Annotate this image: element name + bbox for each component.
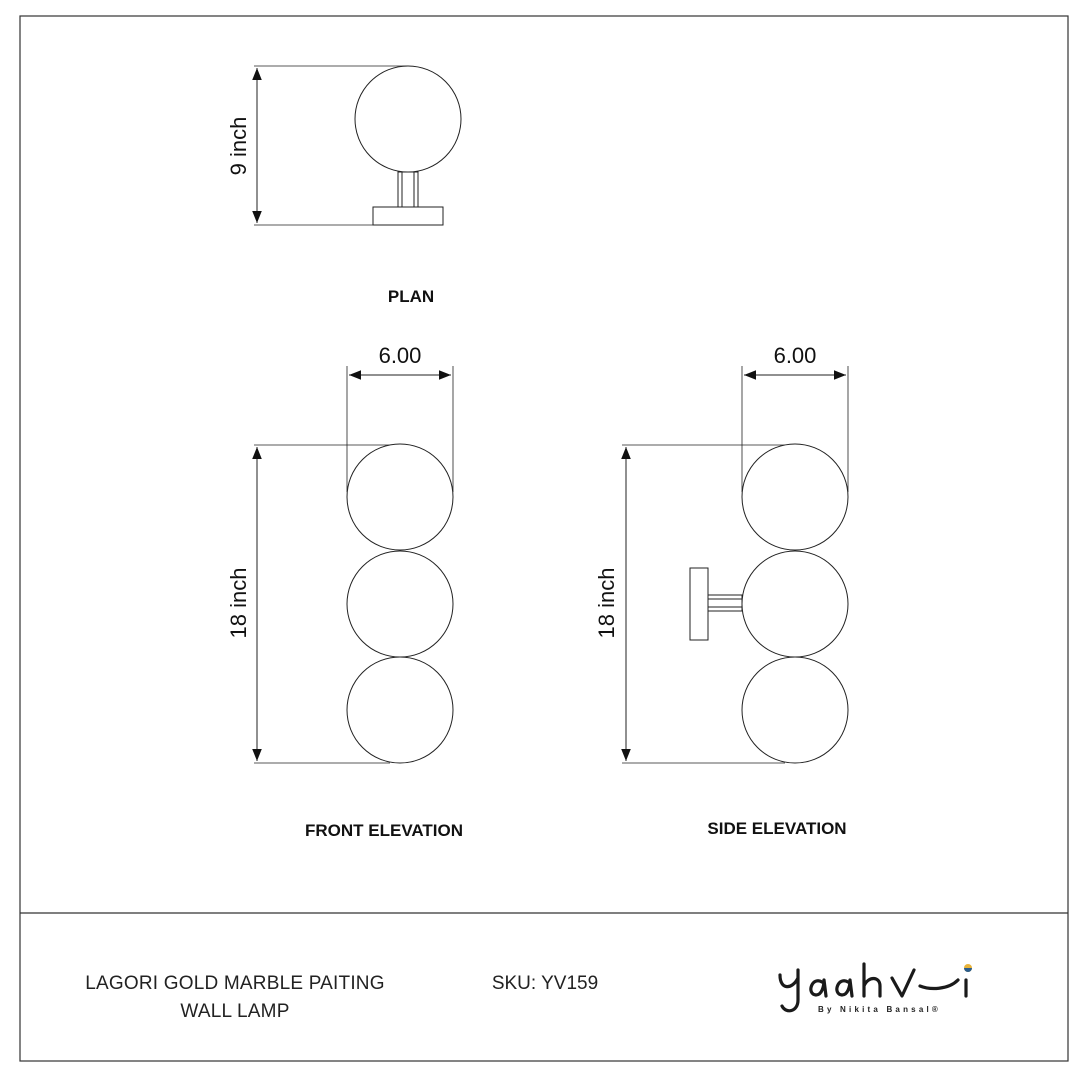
front-globe-top <box>346 443 454 551</box>
front-globe-middle <box>346 550 454 658</box>
plan-wall-plate <box>372 206 444 226</box>
plan-view <box>252 65 462 226</box>
front-globe-bottom <box>346 656 454 764</box>
side-elevation-label: SIDE ELEVATION <box>707 819 846 838</box>
side-arm <box>707 594 743 612</box>
front-elevation-label: FRONT ELEVATION <box>305 821 463 840</box>
side-width-dimension: 6.00 <box>774 343 817 368</box>
side-globe-bottom <box>741 656 849 764</box>
brand-dot-blue <box>964 968 972 972</box>
plan-label: PLAN <box>388 287 434 306</box>
front-width-dimension: 6.00 <box>379 343 422 368</box>
front-elevation-view <box>252 366 454 764</box>
front-height-dimension: 18 inch <box>226 568 251 639</box>
brand-logo <box>778 962 968 1013</box>
side-height-dimension: 18 inch <box>594 568 619 639</box>
side-wall-plate <box>689 567 709 641</box>
side-globe-middle <box>741 550 849 658</box>
sheet-border <box>19 15 1069 1062</box>
plan-globe <box>354 65 462 173</box>
side-elevation-view <box>621 366 849 764</box>
plan-stem <box>397 171 419 208</box>
plan-height-dimension: 9 inch <box>226 117 251 176</box>
side-globe-top <box>741 443 849 551</box>
